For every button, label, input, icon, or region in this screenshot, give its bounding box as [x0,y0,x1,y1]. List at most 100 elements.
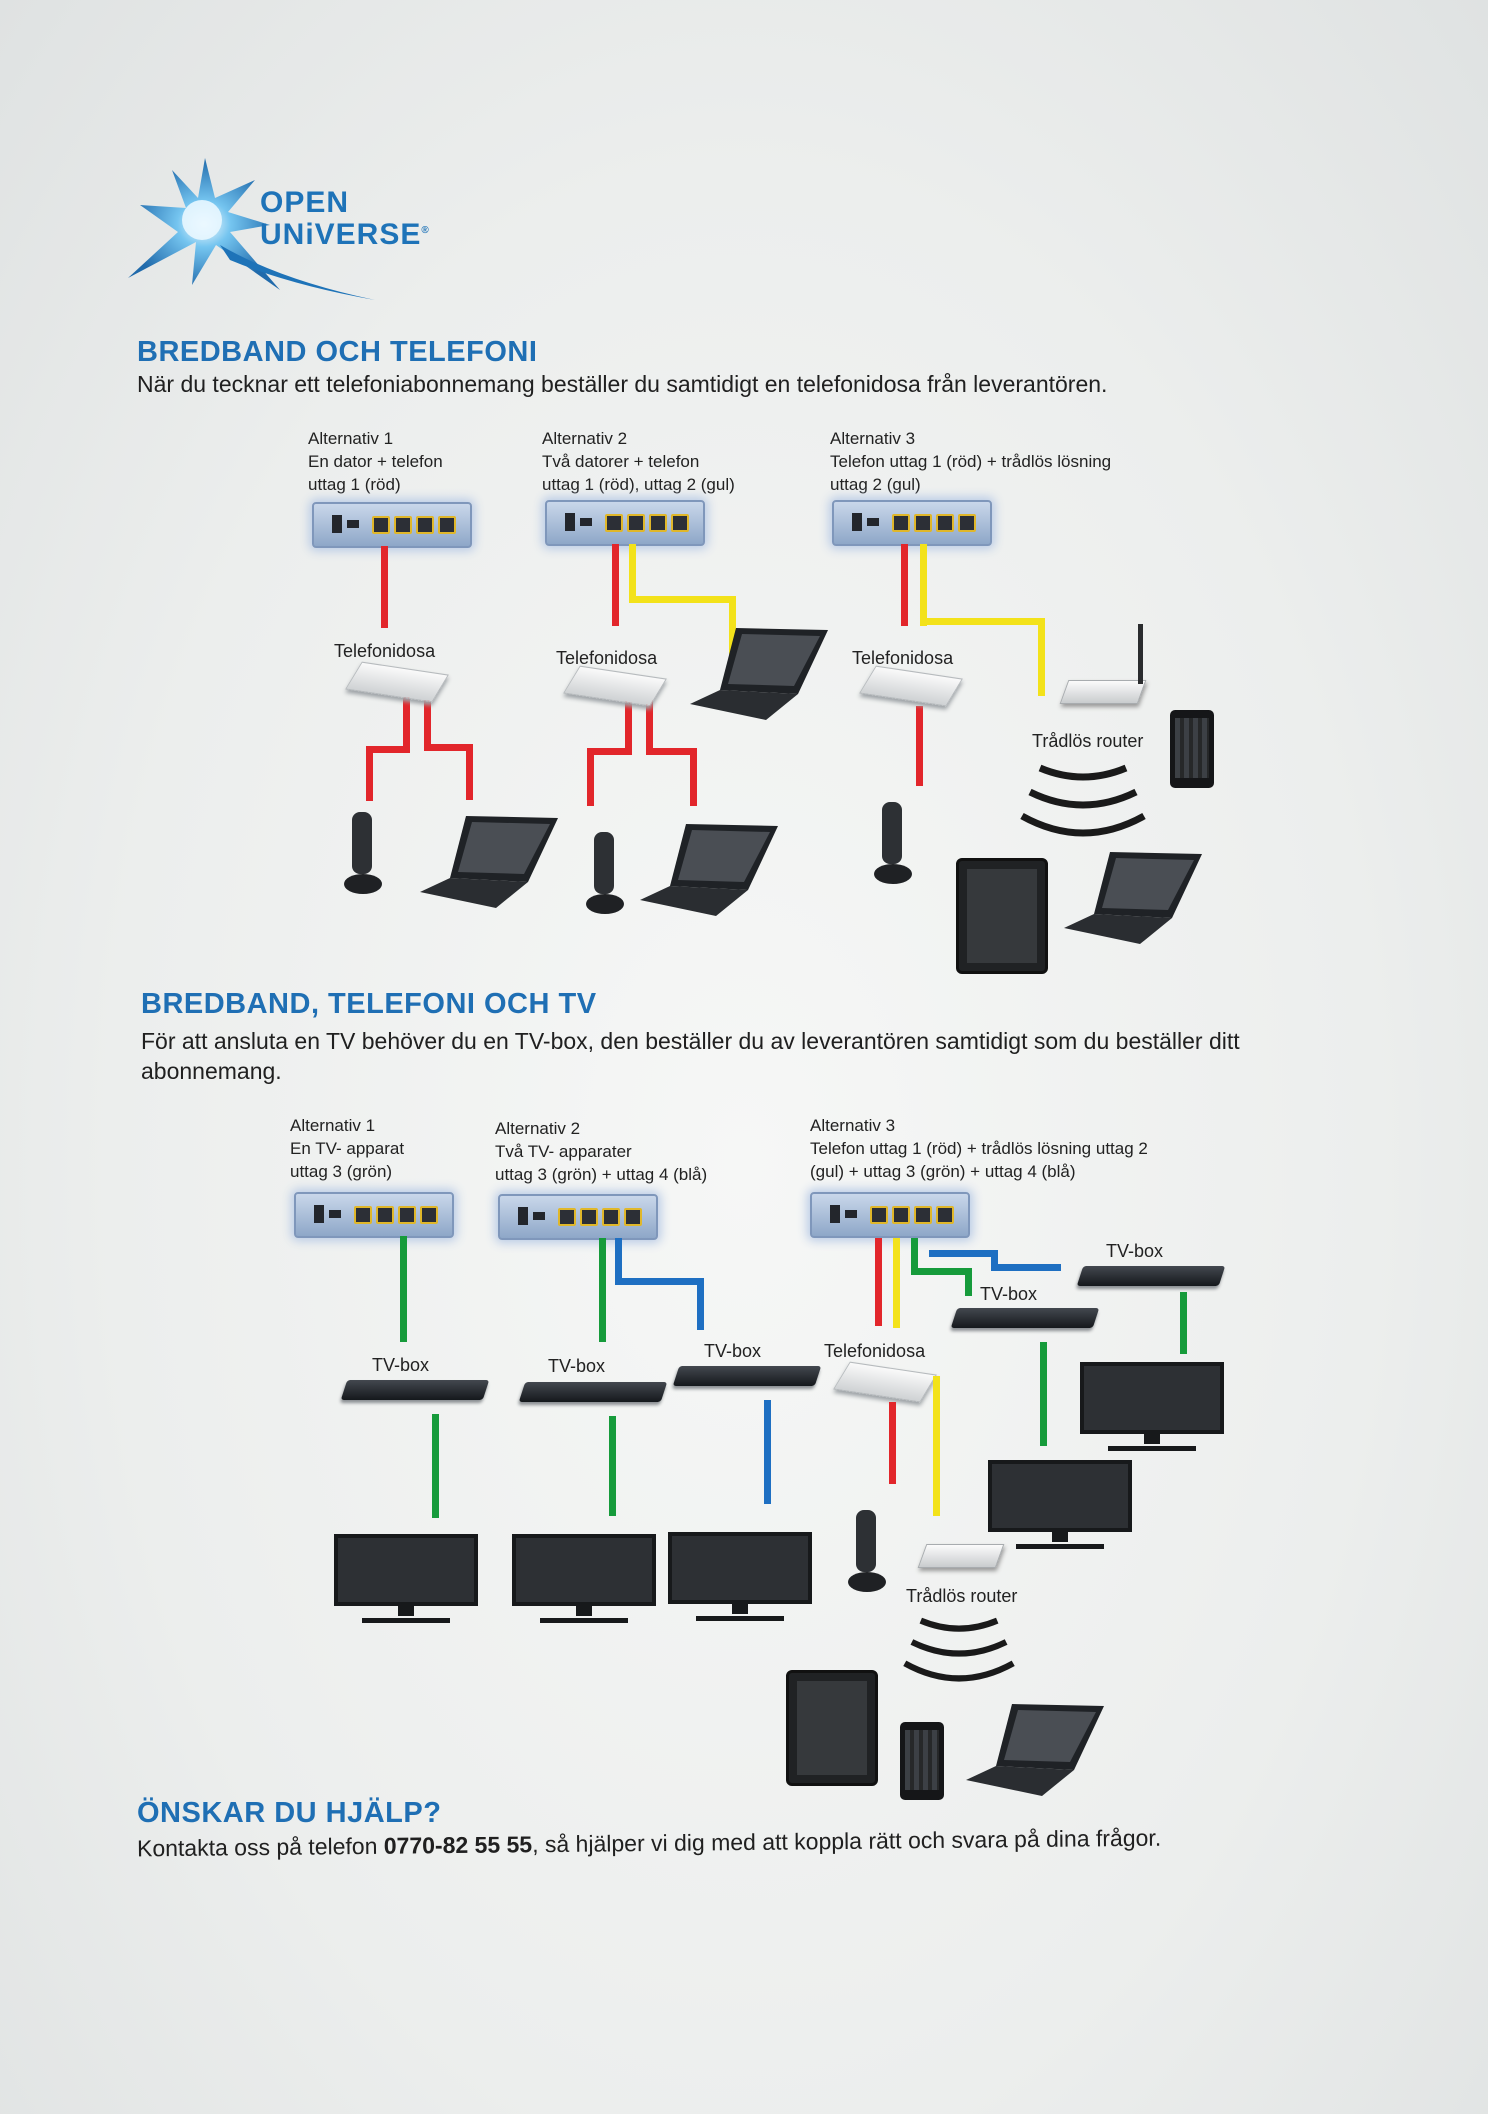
s2-alt3-tv-1-icon [1080,1362,1224,1451]
s2-modem-3 [810,1192,970,1238]
section2-title: BREDBAND, TELEFONI OCH TV [141,988,597,1020]
s2-alternative-3: Alternativ 3 Telefon uttag 1 (röd) + trå… [810,1116,1148,1181]
s1-alt2-laptop-2-icon [690,628,828,720]
s2-wireless-router [917,1544,1005,1568]
s2-router-label: Trådlös router [906,1586,1018,1606]
s2-alt3-phone-icon [848,1510,886,1592]
s2-alt3-green-cable-a [911,1238,918,1274]
s1-alt1-red-cable-f [466,744,473,800]
s1-alt2-red-cable-e [646,748,696,755]
s1-modem-3 [832,500,992,546]
s1-alt3-dosa-label: Telefonidosa [852,648,954,668]
s2-modem-1 [294,1192,454,1238]
s2-alt1-tvbox-label: TV-box [372,1355,430,1375]
s1-alt2-red-cable [612,544,619,626]
s2-alt3-green-cable-c [965,1268,972,1296]
s1-tablet-icon [956,858,1048,974]
s2-alt3-green-cable-e [1040,1342,1047,1446]
s1-alt2-red-cable-c [587,748,594,806]
s1-router-label: Trådlös router [1032,731,1144,751]
help-phone-number[interactable]: 0770-82 55 55 [383,1831,533,1859]
s1-alternative-1: Alternativ 1 En dator + telefon uttag 1 … [308,429,443,494]
s2-alt2-tvbox-2 [672,1366,822,1386]
s1-wifi-waves-icon [1020,764,1146,837]
s2-alt1-green-cable-b [432,1414,439,1518]
s1-alt3-yellow-cable-b [920,618,1044,625]
s1-alt1-phone-icon [344,812,382,894]
s2-alt1-tv-icon [334,1534,478,1623]
s2-alternative-1: Alternativ 1 En TV- apparat uttag 3 (grö… [290,1116,405,1181]
section1-title: BREDBAND OCH TELEFONI [137,336,538,368]
s1-alternative-2: Alternativ 2 Två datorer + telefon uttag… [542,429,735,494]
s2-alternative-2: Alternativ 2 Två TV- apparater uttag 3 (… [495,1119,708,1184]
logo-line-1: OPEN [260,186,350,219]
s1-alt3-yellow-cable-a [920,544,927,626]
s2-alt2-green-cable-b [609,1416,616,1516]
s2-alt3-dosa-label: Telefonidosa [824,1341,926,1361]
s1-router-antenna-icon [1138,624,1143,684]
s2-wifi-waves-icon [903,1617,1015,1682]
s1-alt1-red-cable-d [424,694,431,749]
s2-tablet-icon [786,1670,878,1786]
s2-alt3-tvbox-1 [1076,1266,1226,1286]
s2-alt3-green-cable-b [911,1268,971,1275]
s1-alt2-yellow-cable-a [629,544,636,602]
s1-alt1-red-cable-c [366,746,373,801]
s1-alt2-red-cable-d [646,700,653,752]
s1-alt3-telefonidosa [859,665,963,707]
s2-alt3-tvbox-label-1: TV-box [1106,1241,1164,1261]
s1-alt1-red-cable-e [424,744,472,751]
s2-alt3-yellow-cable-b [933,1376,940,1516]
s2-alt3-red-cable [875,1238,882,1326]
s2-alt3-tvbox-2 [950,1308,1100,1328]
s1-smartphone-icon [1170,710,1214,788]
help-title: ÖNSKAR DU HJÄLP? [137,1797,442,1829]
s2-alt2-blue-cable-b [615,1278,703,1285]
logo-line-2: UNiVERSE® [260,218,430,251]
s1-alt1-red-cable-a [403,694,410,752]
s2-alt3-blue-cable-a [929,1250,997,1257]
open-universe-logo: OPEN UNiVERSE® [120,150,429,310]
s1-alt2-red-cable-a [625,700,632,752]
s1-alt3-red-cable [901,544,908,626]
s1-alt2-yellow-cable-c [729,596,736,656]
s2-alt2-blue-cable-d [764,1400,771,1504]
s2-alt2-tvbox-label-1: TV-box [548,1356,606,1376]
s2-alt2-green-cable [599,1238,606,1342]
s2-alt3-laptop-icon [966,1704,1104,1796]
s1-alt3-yellow-cable-c [1038,618,1045,696]
section1-intro: När du tecknar ett telefoniabonnemang be… [137,371,1108,397]
s1-alternative-3: Alternativ 3 Telefon uttag 1 (röd) + trå… [830,429,1112,494]
s1-alt2-dosa-label: Telefonidosa [556,648,658,668]
s1-alt2-laptop-icon [640,824,778,916]
s2-alt3-blue-cable-b [991,1250,998,1270]
s1-alt1-laptop-icon [420,816,558,908]
s2-smartphone-icon [900,1722,944,1800]
s1-alt2-phone-icon [586,832,624,914]
s1-alt1-red-cable-b [366,746,410,753]
s2-alt3-tv-2-icon [988,1460,1132,1549]
s2-alt2-tvbox-1 [518,1382,668,1402]
s1-alt2-yellow-cable-b [629,596,735,603]
s1-alt3-phone-icon [874,802,912,884]
starburst-logo-icon [128,158,375,300]
s2-alt3-blue-cable-c [991,1264,1061,1271]
s1-alt2-telefonidosa [563,665,667,707]
section2-intro: För att ansluta en TV behöver du en TV-b… [141,1028,1240,1084]
s1-alt3-red-cable-b [916,706,923,786]
s2-modem-2 [498,1194,658,1240]
s2-alt2-blue-cable-a [615,1238,622,1284]
s2-alt2-tv-2-icon [668,1532,812,1621]
s1-modem-2 [545,500,705,546]
s2-alt2-tvbox-label-2: TV-box [704,1341,762,1361]
s1-alt2-red-cable-b [587,748,632,755]
s2-alt2-blue-cable-c [697,1278,704,1330]
s2-alt1-green-cable [400,1236,407,1342]
s2-alt3-yellow-cable [893,1238,900,1328]
s2-alt3-red-cable-b [889,1402,896,1484]
s2-alt3-telefonidosa [833,1361,937,1403]
s2-alt3-tvbox-label-2: TV-box [980,1284,1038,1304]
help-text: Kontakta oss på telefon 0770-82 55 55, s… [136,1824,1162,1862]
s1-modem-1 [312,502,472,548]
